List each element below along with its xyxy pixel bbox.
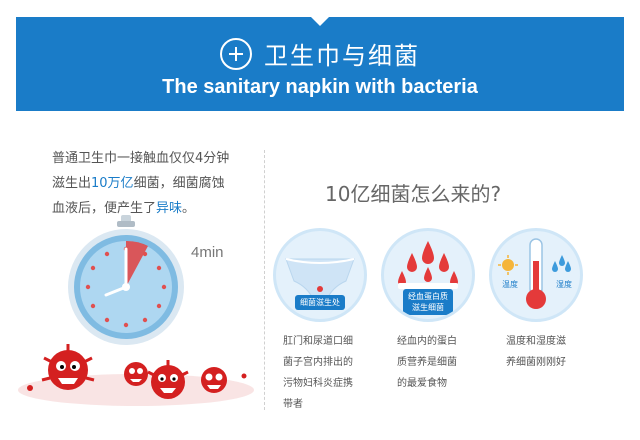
desc-line: 养细菌刚刚好: [506, 357, 566, 368]
intro-text-part: 细菌，细菌腐蚀: [133, 176, 225, 191]
bacterium-3: [147, 360, 189, 399]
tag-bacteria-breeding: 细菌滋生处: [295, 295, 345, 310]
water-drops-icon: [552, 255, 571, 272]
blood-drops-icon: [398, 241, 458, 289]
header-title: 卫生巾与细菌: [264, 42, 420, 70]
desc-line: 经血内的蛋白: [397, 336, 457, 347]
intro-text-part: 。: [182, 201, 196, 216]
desc-line: 的最爱食物: [397, 378, 447, 389]
highlight-odor: 异味: [156, 201, 183, 216]
intro-text-part: 滋生出: [52, 176, 92, 191]
intro-line-2: 滋生出10万亿细菌，细菌腐蚀: [52, 171, 272, 196]
bacteria-icon: [16, 340, 256, 410]
header-banner: [16, 17, 624, 111]
banner-notch: [311, 17, 329, 26]
label-temperature: 温度: [502, 280, 518, 289]
right-heading: 10亿细菌怎么来的?: [325, 182, 502, 206]
header-title-row: 卫生巾与细菌: [0, 36, 640, 71]
desc-line: 质营养是细菌: [397, 357, 457, 368]
intro-text: 普通卫生巾一接触血仅仅4分钟 滋生出10万亿细菌，细菌腐蚀 血液后，便产生了异味…: [52, 146, 272, 221]
tag-line: 滋生细菌: [412, 303, 444, 312]
header-subtitle: The sanitary napkin with bacteria: [162, 76, 478, 98]
desc-line: 菌子宫内排出的: [283, 357, 353, 368]
tag-menstrual-protein: 经血蛋白质 滋生细菌: [403, 289, 453, 315]
desc-line: 带者: [283, 399, 303, 410]
desc-line: 温度和湿度滋: [506, 336, 566, 347]
bacterium-4: [201, 367, 227, 393]
intro-line-3: 血液后，便产生了异味。: [52, 196, 272, 221]
clock-icon: [66, 215, 186, 350]
label-humidity: 湿度: [556, 280, 572, 289]
bacterium-1: [41, 344, 95, 390]
blood-drops-circle: 经血蛋白质 滋生细菌: [381, 228, 475, 322]
sun-icon: [498, 255, 518, 275]
intro-line-1: 普通卫生巾一接触血仅仅4分钟: [52, 151, 230, 166]
desc-underwear: 肛门和尿道口细 菌子宫内排出的 污物妇科炎症携 带者: [283, 331, 367, 415]
underwear-circle: 细菌滋生处: [273, 228, 367, 322]
intro-text-part: 血液后，便产生了: [52, 201, 157, 216]
bacterium-2: [124, 362, 148, 386]
section-divider: [264, 150, 265, 410]
clock-label: 4min: [191, 244, 224, 261]
highlight-count: 10万亿: [91, 176, 134, 191]
thermometer-icon: [498, 238, 571, 309]
desc-blood: 经血内的蛋白 质营养是细菌 的最爱食物: [397, 331, 481, 394]
tag-line: 经血蛋白质: [408, 292, 448, 301]
desc-temperature: 温度和湿度滋 养细菌刚刚好: [506, 331, 598, 373]
plus-circle-icon: [220, 37, 252, 70]
thermometer-circle: 温度 湿度: [489, 228, 583, 322]
desc-line: 肛门和尿道口细: [283, 336, 353, 347]
desc-line: 污物妇科炎症携: [283, 378, 353, 389]
